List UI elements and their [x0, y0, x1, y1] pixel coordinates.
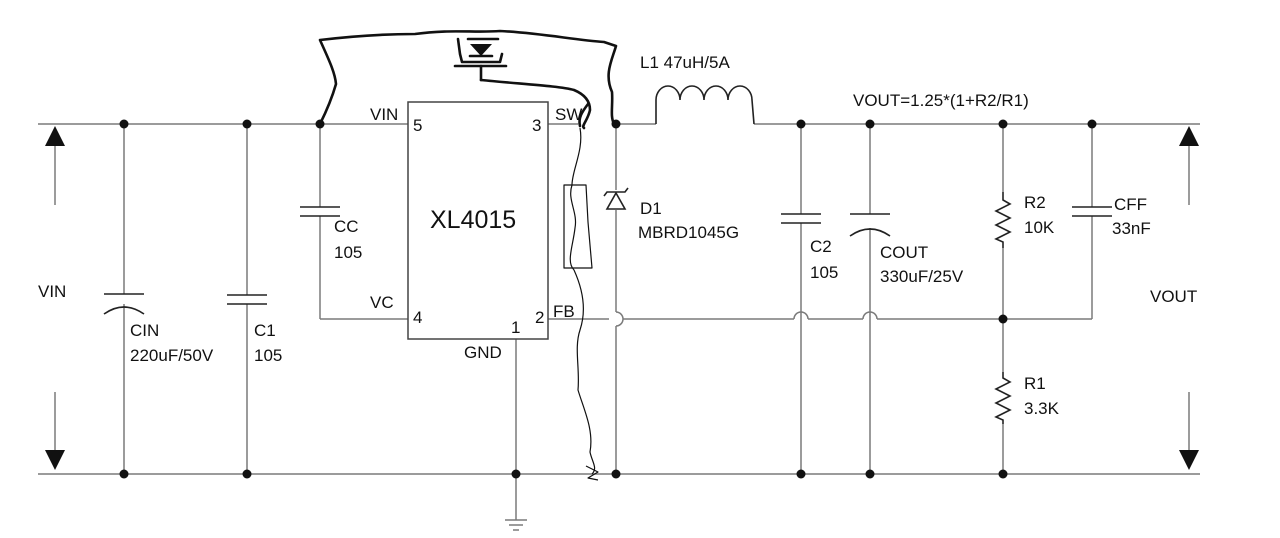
cin-ref: CIN	[130, 321, 159, 340]
vin-port-label: VIN	[38, 282, 66, 301]
pin-2-number: 2	[535, 308, 544, 327]
pin-gnd-label: GND	[464, 343, 502, 362]
pin-5-number: 5	[413, 116, 422, 135]
vout-arrows	[1179, 126, 1199, 470]
pin-1-number: 1	[511, 318, 520, 337]
vout-port-label: VOUT	[1150, 287, 1197, 306]
cff-value: 33nF	[1112, 219, 1151, 238]
pin-sw-label: SW	[555, 105, 582, 124]
c2-ref: C2	[810, 237, 832, 256]
cc-ref: CC	[334, 217, 359, 236]
inductor-label: L1 47uH/5A	[640, 53, 730, 72]
up-arrow-icon	[45, 126, 65, 146]
up-arrow-icon	[1179, 126, 1199, 146]
c2-value: 105	[810, 263, 838, 282]
diode-d1	[603, 187, 629, 210]
capacitor-cout	[849, 213, 891, 237]
mosfet-symbol	[453, 37, 592, 130]
wires	[38, 123, 1200, 520]
r2-ref: R2	[1024, 193, 1046, 212]
c1-value: 105	[254, 346, 282, 365]
cc-value: 105	[334, 243, 362, 262]
down-arrow-icon	[1179, 450, 1199, 470]
r1-ref: R1	[1024, 374, 1046, 393]
capacitor-cff	[1072, 206, 1112, 217]
junction-dots	[119, 119, 1097, 479]
resistor-r1	[994, 372, 1012, 424]
r2-value: 10K	[1024, 218, 1055, 237]
cout-ref: COUT	[880, 243, 928, 262]
capacitor-c1	[227, 294, 267, 305]
capacitor-cin	[103, 293, 145, 315]
cout-value: 330uF/25V	[880, 267, 964, 286]
pin-vin-label: VIN	[370, 105, 398, 124]
cff-ref: CFF	[1114, 195, 1147, 214]
cin-value: 220uF/50V	[130, 346, 214, 365]
pin-3-number: 3	[532, 116, 541, 135]
ground-symbol	[505, 519, 527, 531]
pin-fb-label: FB	[553, 302, 575, 321]
capacitor-c2	[781, 213, 821, 224]
down-arrow-icon	[45, 450, 65, 470]
ic-body	[407, 101, 549, 340]
diode-ref: D1	[640, 199, 662, 218]
capacitor-cc	[300, 206, 340, 217]
hand-drawn-modification	[318, 29, 618, 481]
resistor-r2	[994, 192, 1012, 248]
ic-name: XL4015	[430, 206, 516, 234]
output-formula: VOUT=1.25*(1+R2/R1)	[853, 91, 1029, 110]
pin-vc-label: VC	[370, 293, 394, 312]
vin-arrows	[45, 126, 65, 470]
c1-ref: C1	[254, 321, 276, 340]
pin-4-number: 4	[413, 308, 422, 327]
r1-value: 3.3K	[1024, 399, 1060, 418]
inductor-coil	[655, 85, 755, 125]
diode-part: MBRD1045G	[638, 223, 739, 242]
